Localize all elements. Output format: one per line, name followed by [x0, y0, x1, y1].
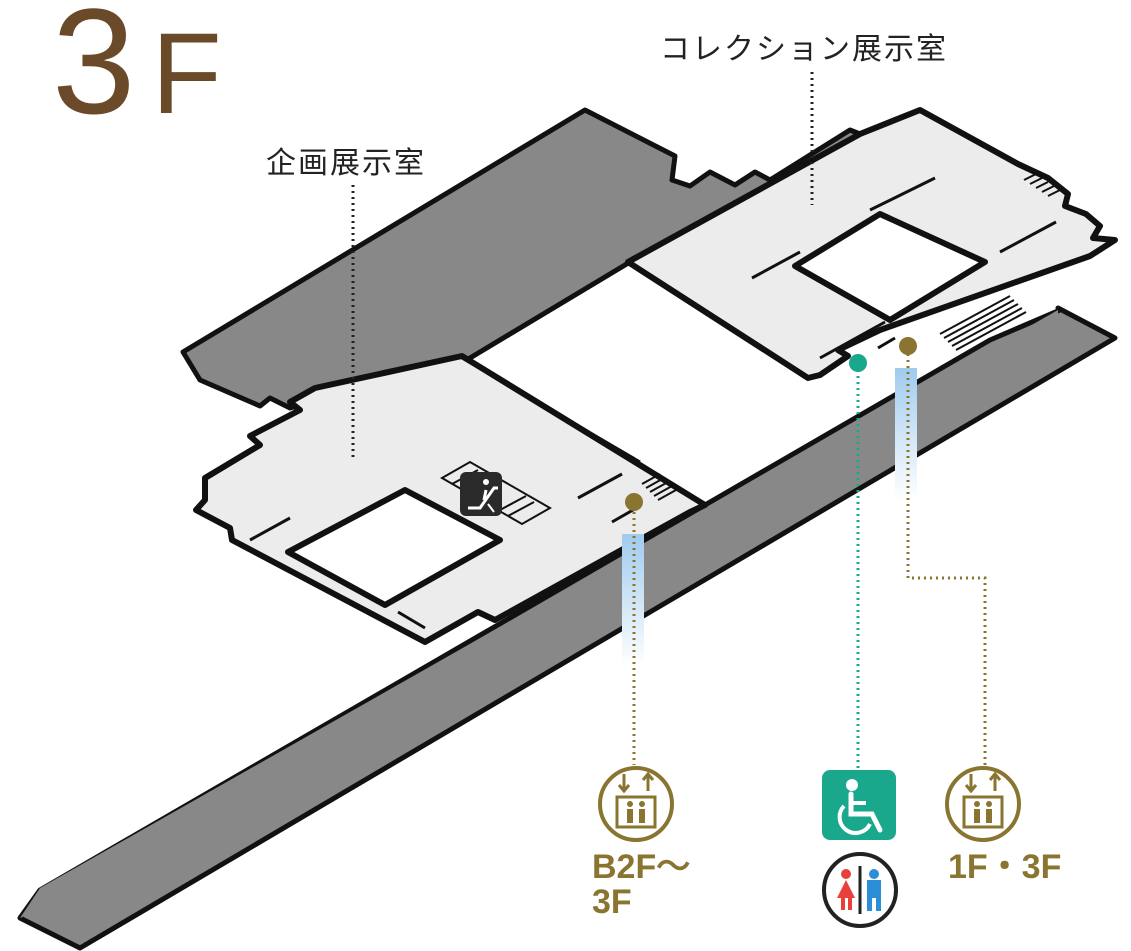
planning-room-partition-a	[577, 472, 623, 500]
collection-room-partition-e	[877, 336, 896, 350]
escalator-icon	[460, 472, 502, 516]
right-elevator-range-label: 1F・3F	[948, 848, 1062, 886]
planning-room-stairs	[641, 473, 677, 501]
lower-corridor-top	[20, 310, 1058, 918]
left-elevator-icon[interactable]	[598, 766, 674, 842]
right-elevator-shaft	[895, 368, 917, 500]
collection-room-stairs-lower	[939, 295, 1027, 351]
collection-exhibition-room-label: コレクション展示室	[660, 32, 948, 67]
collection-room-partition-b	[869, 176, 936, 212]
planning-room-partition-c	[249, 516, 291, 542]
lower-corridor	[17, 305, 1118, 951]
left-elevator-range-line2: 3F	[592, 882, 632, 921]
right-elevator-marker	[899, 337, 917, 355]
restroom-icon[interactable]	[822, 852, 898, 928]
planning-exhibition-room-label: 企画展示室	[266, 146, 426, 181]
planning-room-partition-d	[397, 610, 426, 630]
collection-room-stairs-upper	[1023, 173, 1061, 197]
left-elevator-marker	[625, 493, 643, 511]
upper-dark-area	[180, 107, 863, 411]
left-elevator-range-line1: B2F〜	[592, 848, 691, 886]
collection-room-partition-c	[999, 220, 1057, 254]
right-elevator-leader	[906, 348, 987, 765]
planning-room-inner-wall	[461, 356, 641, 464]
collection-room-void	[792, 211, 988, 323]
left-elevator-shaft	[622, 534, 644, 666]
wheelchair-icon[interactable]	[822, 770, 896, 840]
left-elevator-range-label: B2F〜 3F	[592, 850, 690, 919]
right-elevator-icon[interactable]	[945, 766, 1021, 842]
restroom-marker	[849, 354, 867, 372]
collection-room-partition-a	[751, 250, 801, 280]
collection-room-partition-d	[819, 320, 886, 360]
floor-number-digit: 3	[52, 0, 138, 145]
floor-number-suffix: F	[151, 10, 224, 138]
planning-room-void	[285, 487, 503, 608]
